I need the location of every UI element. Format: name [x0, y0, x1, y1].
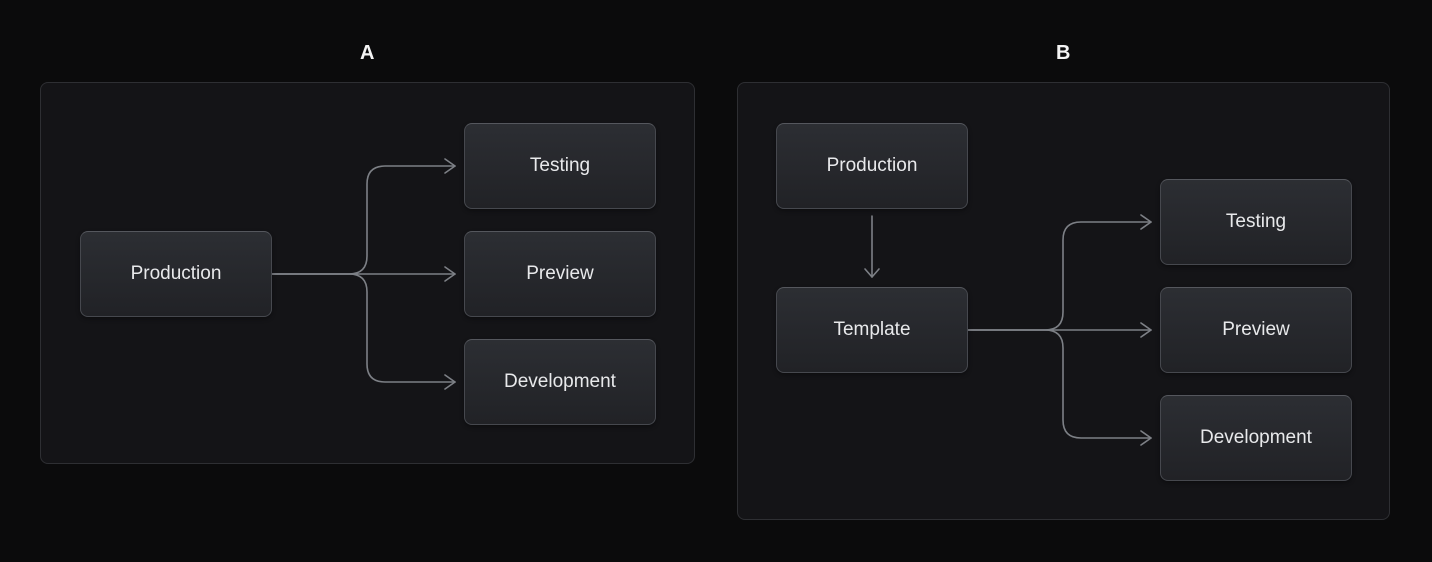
node-a-production: Production — [80, 231, 272, 317]
node-label: Preview — [526, 263, 594, 284]
panel-a-title: A — [360, 42, 375, 64]
node-label: Development — [504, 371, 616, 392]
node-a-testing: Testing — [464, 123, 656, 209]
node-label: Production — [826, 155, 918, 176]
node-b-preview: Preview — [1160, 287, 1352, 373]
node-label: Template — [833, 319, 911, 340]
node-b-development: Development — [1160, 395, 1352, 481]
node-label: Production — [130, 263, 222, 284]
node-label: Testing — [1225, 211, 1287, 232]
node-a-development: Development — [464, 339, 656, 425]
panel-b-title: B — [1056, 42, 1071, 64]
node-b-template: Template — [776, 287, 968, 373]
node-label: Development — [1200, 427, 1312, 448]
node-b-production: Production — [776, 123, 968, 209]
node-a-preview: Preview — [464, 231, 656, 317]
node-label: Testing — [529, 155, 591, 176]
node-b-testing: Testing — [1160, 179, 1352, 265]
node-label: Preview — [1222, 319, 1290, 340]
